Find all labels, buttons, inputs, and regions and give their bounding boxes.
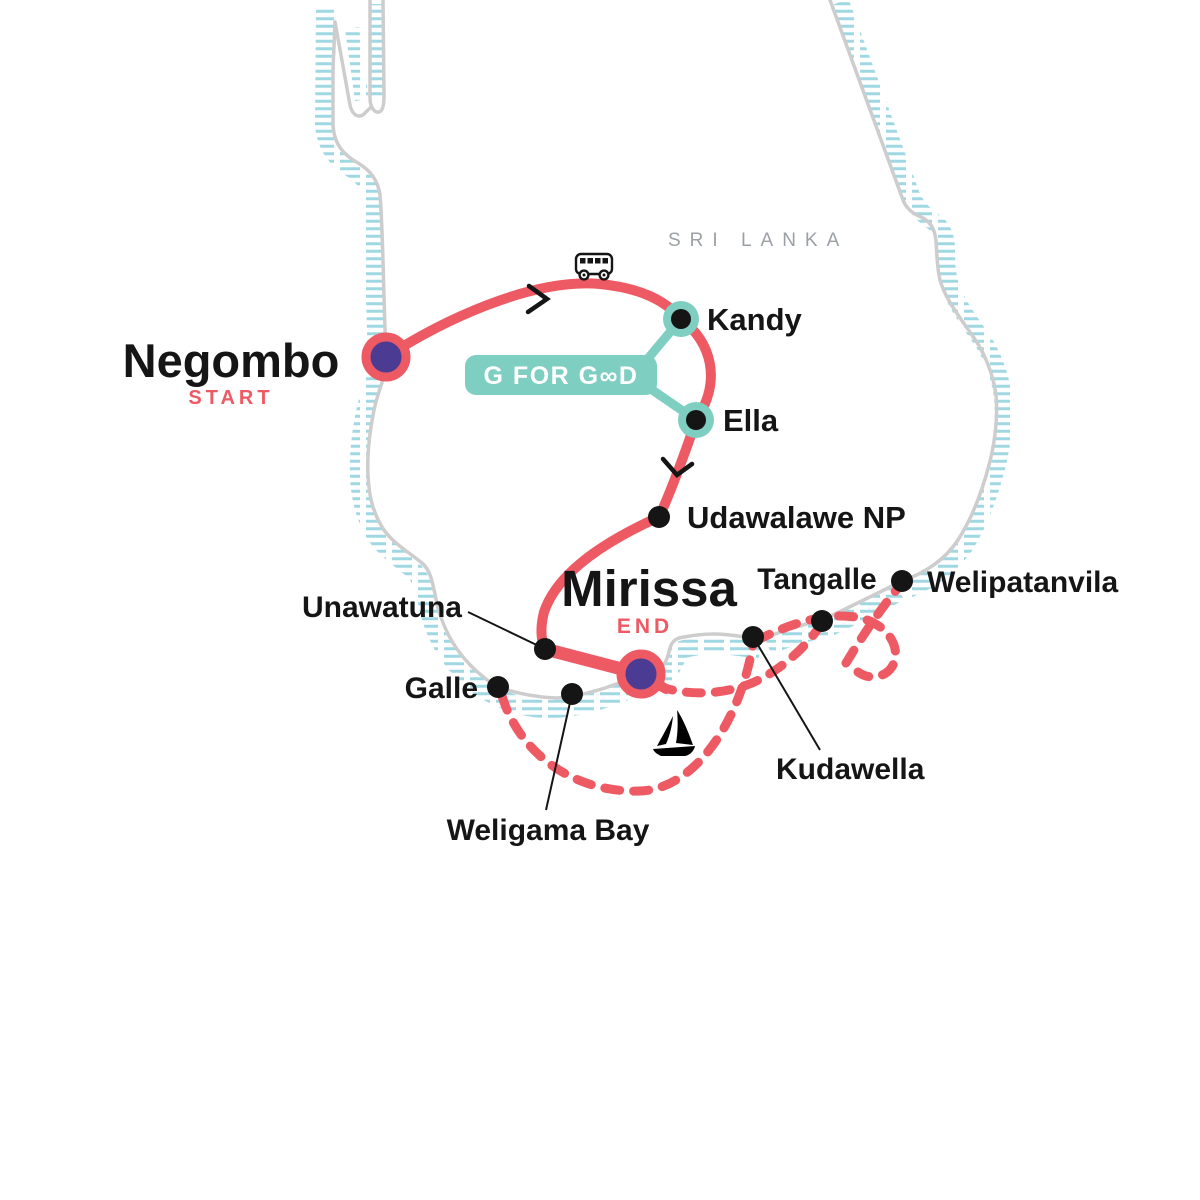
label-negombo: Negombo bbox=[123, 334, 340, 387]
labels: SRI LANKA Negombo START Kandy Ella Udawa… bbox=[123, 230, 1119, 847]
marker-kandy bbox=[663, 301, 699, 337]
label-tangalle: Tangalle bbox=[757, 563, 876, 596]
arrow-icon-east bbox=[525, 283, 551, 315]
label-kandy: Kandy bbox=[707, 302, 803, 337]
bus-icon bbox=[574, 252, 614, 281]
marker-kudawella bbox=[742, 626, 764, 648]
g-for-good-badge: G FOR G∞D bbox=[465, 355, 657, 395]
marker-weligama bbox=[561, 683, 583, 705]
arrow-icon-south bbox=[660, 456, 695, 479]
coast-lagoon bbox=[368, 0, 386, 114]
hatch-west-south bbox=[314, 5, 654, 719]
label-welipatanvila: Welipatanvila bbox=[927, 566, 1118, 599]
leader-unawatuna bbox=[467, 611, 546, 650]
label-negombo-start: START bbox=[188, 387, 273, 409]
marker-mirissa-end bbox=[616, 649, 666, 699]
marker-ella bbox=[678, 402, 714, 438]
dashed-route-welipatanvila bbox=[841, 583, 903, 668]
marker-galle bbox=[487, 676, 509, 698]
country-label: SRI LANKA bbox=[668, 230, 848, 251]
route-negombo-kandy bbox=[381, 278, 686, 362]
label-mirissa-end: END bbox=[617, 615, 673, 638]
leader-lines bbox=[467, 611, 821, 811]
label-udawalawe: Udawalawe NP bbox=[687, 500, 906, 535]
badge-background bbox=[465, 355, 657, 395]
sailboat-icon bbox=[653, 710, 695, 756]
marker-unawatuna bbox=[534, 638, 556, 660]
badge-label: G FOR G∞D bbox=[484, 362, 639, 390]
leader-weligama bbox=[545, 697, 572, 811]
label-weligama: Weligama Bay bbox=[447, 814, 650, 847]
dashed-route-whale-arc bbox=[497, 639, 758, 796]
label-mirissa: Mirissa bbox=[561, 560, 737, 617]
hatch-inlet bbox=[345, 27, 369, 101]
marker-tangalle bbox=[811, 610, 833, 632]
route-udawalawe-unawatuna bbox=[536, 512, 664, 654]
dashed-route-kudawella-loop bbox=[751, 611, 900, 682]
label-galle: Galle bbox=[405, 672, 478, 705]
label-ella: Ella bbox=[723, 403, 779, 438]
hatch-east bbox=[831, 0, 1013, 598]
coast-hatching bbox=[314, 0, 1013, 719]
label-kudawella: Kudawella bbox=[776, 753, 925, 786]
marker-welipatanvila bbox=[891, 570, 913, 592]
marker-udawalawe bbox=[648, 506, 670, 528]
marker-negombo-start bbox=[361, 332, 411, 382]
stop-markers bbox=[361, 301, 913, 705]
coast-inlet bbox=[333, 20, 372, 118]
coast-west bbox=[331, 20, 500, 689]
route-arrows bbox=[525, 283, 695, 479]
leader-kudawella bbox=[754, 639, 821, 751]
coastline bbox=[331, 0, 999, 700]
label-unawatuna: Unawatuna bbox=[302, 591, 462, 624]
coast-east bbox=[828, 0, 999, 583]
dashed-route-coastal bbox=[653, 621, 825, 698]
boat-routes-dashed bbox=[497, 583, 903, 796]
